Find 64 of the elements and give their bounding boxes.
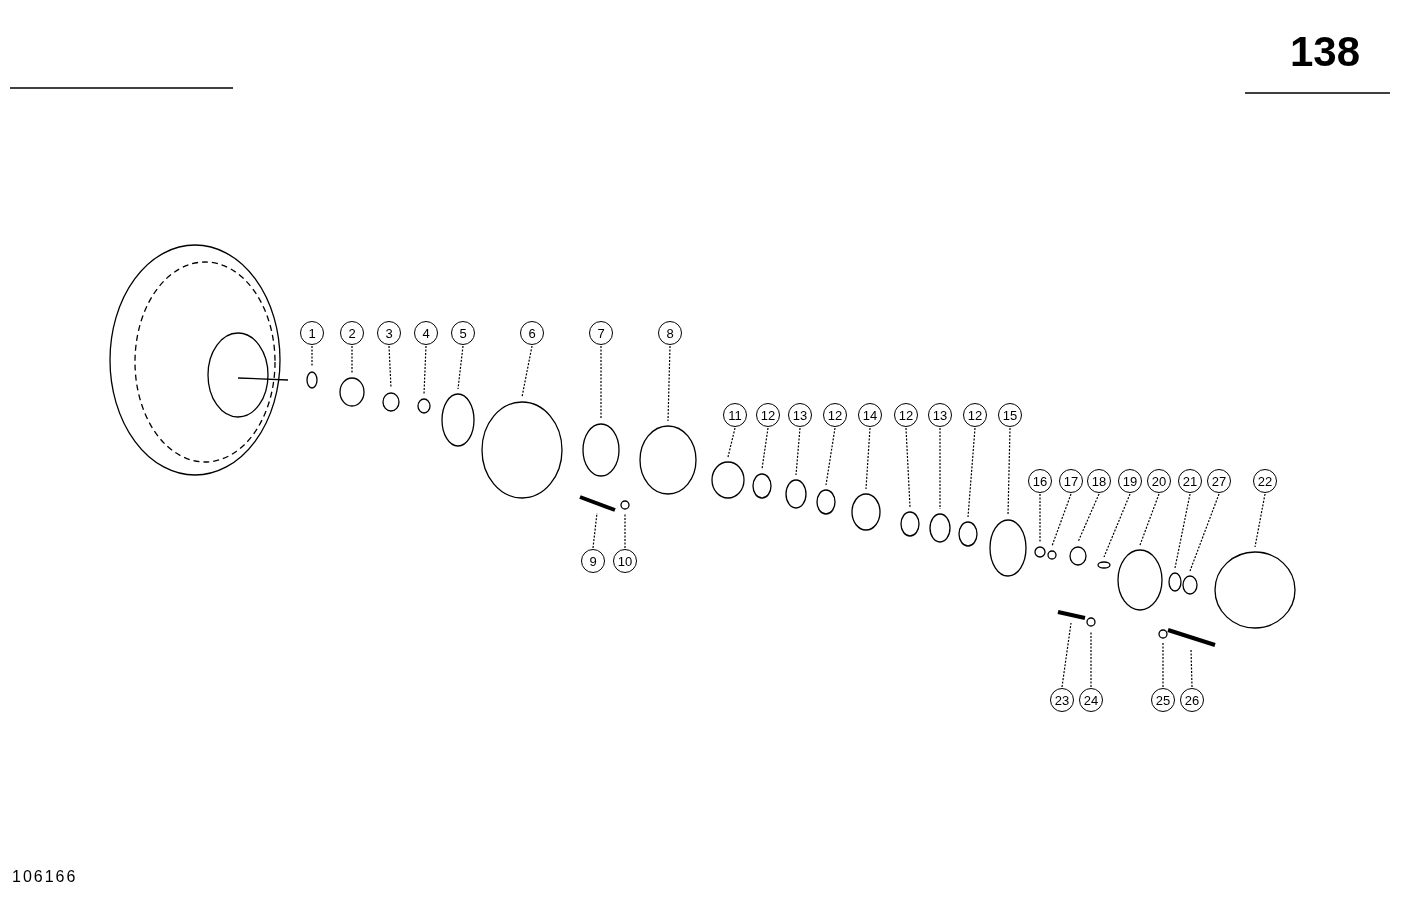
callout-number: 26	[1180, 688, 1204, 712]
callout-number: 17	[1059, 469, 1083, 493]
callout-number: 7	[589, 321, 613, 345]
callout-number: 13	[928, 403, 952, 427]
leader-line	[905, 427, 911, 508]
leader-line	[423, 345, 427, 395]
callout-number: 21	[1178, 469, 1202, 493]
leader-line	[311, 345, 313, 368]
leader-line	[1139, 493, 1160, 546]
callout-number: 12	[823, 403, 847, 427]
page-number: 138	[1290, 28, 1361, 76]
callout-number: 24	[1079, 688, 1103, 712]
leader-line	[1061, 622, 1072, 688]
leader-line	[865, 427, 871, 490]
callout-number: 2	[340, 321, 364, 345]
leader-line	[761, 427, 769, 470]
leader-line	[1254, 493, 1266, 548]
leader-line	[1039, 493, 1041, 543]
leader-line	[351, 345, 353, 374]
callout-number: 16	[1028, 469, 1052, 493]
callout-number: 4	[414, 321, 438, 345]
leader-line	[1190, 648, 1193, 688]
leader-line	[1162, 642, 1164, 688]
callout-number: 15	[998, 403, 1022, 427]
leader-line	[727, 427, 736, 458]
callout-number: 8	[658, 321, 682, 345]
leader-line	[1077, 493, 1100, 543]
callout-number: 6	[520, 321, 544, 345]
callout-number: 14	[858, 403, 882, 427]
callout-number: 12	[963, 403, 987, 427]
leader-line	[1090, 630, 1092, 688]
callout-number: 3	[377, 321, 401, 345]
callout-number: 12	[756, 403, 780, 427]
leader-line	[388, 345, 392, 389]
leader-line	[1007, 427, 1011, 516]
callout-number: 10	[613, 549, 637, 573]
leader-line	[1174, 493, 1191, 569]
leader-line	[939, 427, 941, 510]
leader-line	[667, 345, 671, 422]
leader-line	[1051, 493, 1072, 547]
leader-line	[1103, 493, 1131, 558]
callout-number: 5	[451, 321, 475, 345]
leader-line	[825, 427, 836, 486]
callout-number: 1	[300, 321, 324, 345]
leader-line	[624, 513, 626, 549]
leader-line	[521, 345, 533, 398]
callout-number: 27	[1207, 469, 1231, 493]
leader-line	[600, 345, 602, 420]
leader-line	[967, 427, 976, 518]
callout-number: 13	[788, 403, 812, 427]
callout-number: 23	[1050, 688, 1074, 712]
leader-line	[457, 345, 464, 390]
callout-number: 18	[1087, 469, 1111, 493]
callout-number: 11	[723, 403, 747, 427]
leader-line	[592, 512, 598, 549]
callout-number: 9	[581, 549, 605, 573]
drawing-number: 106166	[12, 868, 78, 886]
callout-number: 12	[894, 403, 918, 427]
callout-number: 25	[1151, 688, 1175, 712]
leader-line	[1189, 493, 1220, 572]
leader-line	[795, 427, 801, 476]
callout-number: 20	[1147, 469, 1171, 493]
callout-number: 22	[1253, 469, 1277, 493]
callout-number: 19	[1118, 469, 1142, 493]
